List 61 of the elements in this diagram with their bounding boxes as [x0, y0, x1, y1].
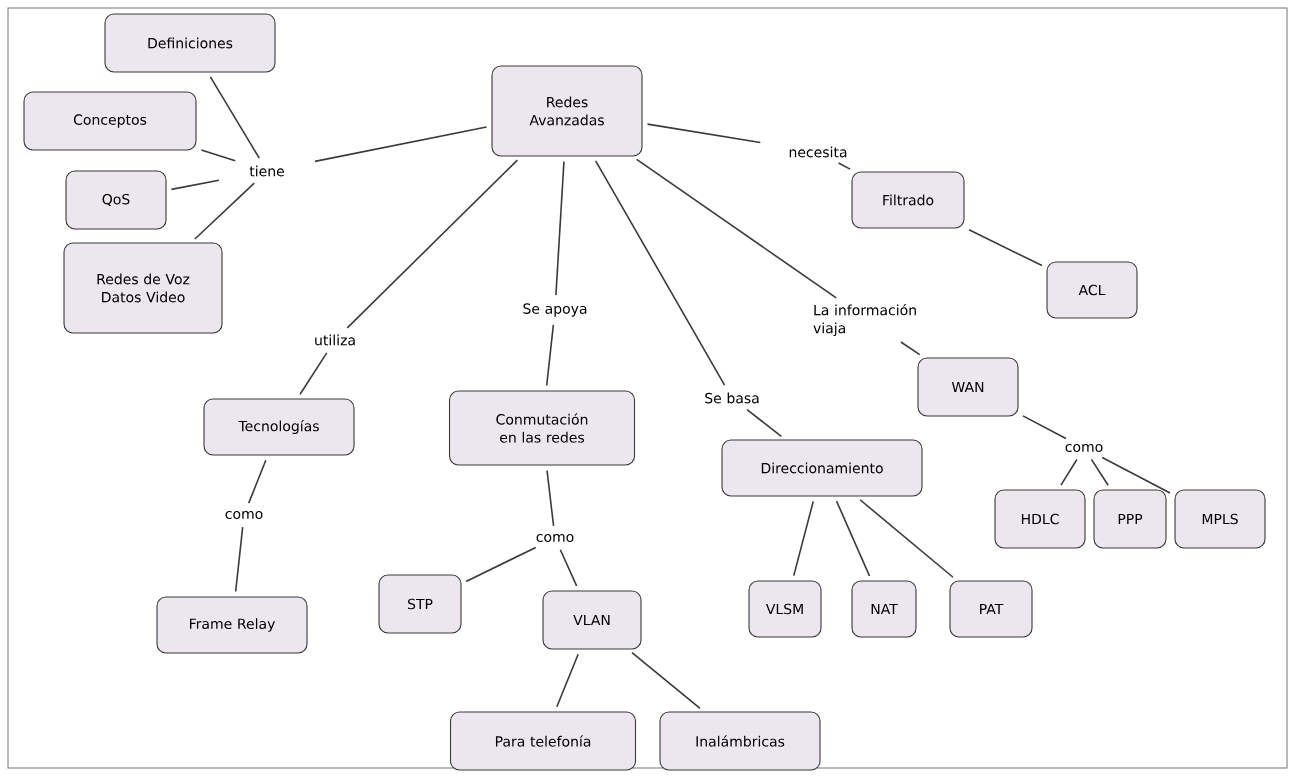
connector-line [299, 352, 328, 396]
connector-line [209, 76, 261, 159]
concept-box: VLAN [542, 590, 642, 650]
connector-line [545, 324, 555, 387]
concept-box: HDLC [994, 489, 1086, 549]
concept-box: Filtrado [851, 171, 965, 229]
connector-line [556, 653, 579, 708]
concept-box: Para telefonía [449, 711, 637, 771]
connector-line [968, 229, 1043, 267]
concept-box: MPLS [1174, 489, 1266, 549]
concept-box: Redes de Voz Datos Video [63, 242, 223, 334]
connector-line [646, 123, 762, 144]
concept-box: Inalámbricas [659, 711, 821, 771]
concept-box: ACL [1046, 261, 1138, 319]
connector-line [465, 546, 537, 583]
connector-line [635, 158, 837, 299]
connector-line [1022, 415, 1067, 440]
linking-phrase: tiene [249, 165, 284, 177]
concept-box: QoS [65, 170, 167, 230]
linking-phrase: como [536, 534, 574, 542]
concept-box: Frame Relay [156, 596, 308, 654]
linking-phrase: utiliza [315, 334, 355, 346]
concept-box: Redes Avanzadas [491, 65, 643, 157]
connector-line [837, 162, 851, 170]
connector-line [746, 408, 783, 438]
concept-box: VLSM [748, 580, 822, 638]
connector-line [835, 500, 871, 577]
connector-line [1060, 458, 1078, 486]
connector-line [234, 526, 244, 593]
linking-phrase: Se basa [705, 392, 759, 404]
connector-line [555, 160, 565, 296]
concept-box: Conmutación en las redes [448, 390, 636, 466]
concept-box: NAT [851, 580, 917, 638]
concept-box: Conceptos [23, 91, 197, 151]
connector-line [594, 160, 726, 386]
concept-box: STP [378, 574, 462, 634]
linking-phrase: como [225, 511, 263, 519]
connector-line [631, 651, 701, 710]
connector-line [314, 126, 488, 163]
linking-phrase: La información viaja [813, 303, 916, 337]
concept-box: PPP [1093, 489, 1167, 549]
linking-phrase: como [1065, 444, 1103, 452]
concept-box: PAT [949, 580, 1033, 638]
connector-line [1101, 456, 1171, 494]
connector-line [170, 179, 220, 191]
concept-box: Direccionamiento [721, 439, 923, 497]
connector-line [546, 469, 555, 527]
connector-line [792, 500, 815, 577]
connector-line [900, 341, 921, 356]
connector-line [559, 548, 578, 587]
connector-line [859, 498, 954, 579]
connector-line [1090, 458, 1109, 487]
concept-box: Tecnologías [203, 398, 355, 456]
connector-line [346, 159, 519, 329]
connector-line [247, 459, 267, 504]
concept-box: WAN [917, 357, 1019, 417]
connector-line [194, 182, 256, 240]
concept-box: Definiciones [104, 13, 276, 73]
connector-line [200, 149, 237, 162]
linking-phrase: necesita [789, 146, 847, 158]
linking-phrase: Se apoya [523, 303, 587, 317]
